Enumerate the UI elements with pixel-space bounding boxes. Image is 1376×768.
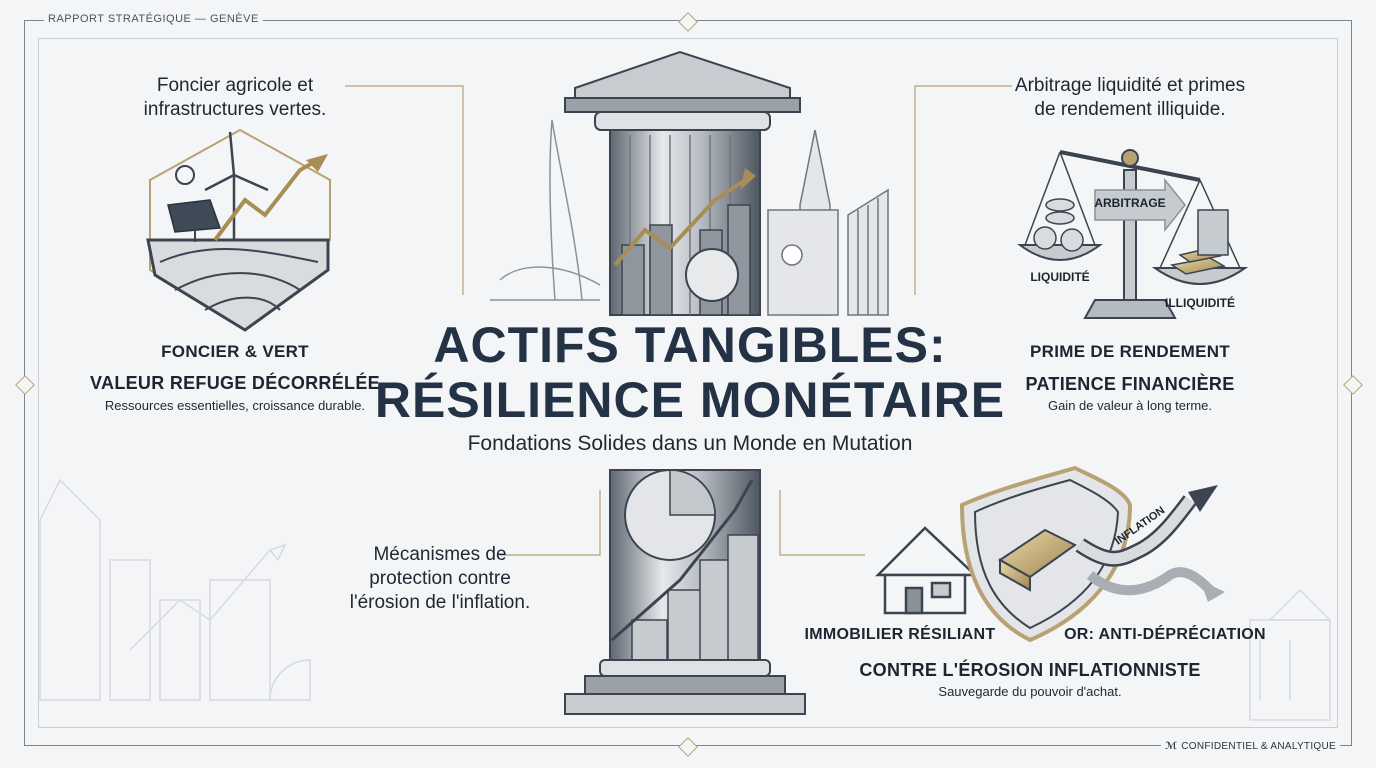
- shield-icon: [959, 465, 1133, 643]
- footer-logo-icon: ℳ: [1165, 741, 1178, 752]
- farmland-caption-line-2: infrastructures vertes.: [143, 99, 327, 120]
- farmland-caption: Foncier agricole et infrastructures vert…: [120, 74, 350, 122]
- inner-frame: [38, 38, 1338, 728]
- main-subtitle: Fondations Solides dans un Monde en Muta…: [467, 432, 913, 455]
- farmland-title: FONCIER & VERT: [161, 342, 309, 361]
- wind-turbine-icon: [204, 131, 269, 240]
- solar-panel-icon: [167, 199, 222, 242]
- column-base-icon: [564, 469, 806, 715]
- inflation-caption-line-1: Mécanismes de: [373, 544, 507, 565]
- arbitrage-arrow-label: ARBITRAGE: [1094, 196, 1166, 210]
- resilient-real-estate-label: IMMOBILIER RÉSILIANT: [804, 626, 996, 643]
- farmland-badge-icon: [146, 128, 331, 332]
- yield-premium-subtitle: PATIENCE FINANCIÈRE: [1025, 374, 1235, 394]
- balance-scale-icon: [1016, 149, 1249, 319]
- main-title: ACTIFS TANGIBLES: RÉSILIENCE MONÉTAIRE: [330, 318, 1050, 428]
- growth-arrow-icon: [213, 158, 319, 242]
- jet-fountain-icon: [490, 119, 601, 301]
- report-header-label: RAPPORT STRATÉGIQUE — GENÈVE: [44, 13, 263, 25]
- arbitrage-caption-line-2: de rendement illiquide.: [1034, 99, 1226, 120]
- cathedral-icon: [767, 129, 839, 316]
- gold-anti-depreciation-label: OR: ANTI-DÉPRÉCIATION: [1064, 626, 1266, 643]
- footer-label-text: CONFIDENTIEL & ANALYTIQUE: [1181, 741, 1336, 752]
- inflation-erosion-title: CONTRE L'ÉROSION INFLATIONNISTE: [859, 660, 1201, 680]
- yield-premium-description: Gain de valeur à long terme.: [1047, 398, 1213, 413]
- main-title-line-2: RÉSILIENCE MONÉTAIRE: [374, 372, 1006, 428]
- inflation-erosion-description: Sauvegarde du pouvoir d'achat.: [938, 684, 1122, 699]
- background-skyline-right: [1249, 588, 1332, 721]
- inflation-caption-line-2: protection contre: [369, 568, 511, 589]
- background-skyline-left: [39, 478, 311, 701]
- connector-lines: [345, 85, 1012, 556]
- inflation-arrow-icon: [1075, 485, 1225, 602]
- house-icon: [874, 526, 979, 615]
- arbitrage-caption-line-1: Arbitrage liquidité et primes: [1014, 75, 1246, 96]
- main-title-line-1: ACTIFS TANGIBLES:: [433, 317, 947, 373]
- farmland-description: Ressources essentielles, croissance dura…: [104, 398, 366, 413]
- liquidity-label: LIQUIDITÉ: [1030, 270, 1090, 284]
- farmland-caption-line-1: Foncier agricole et: [156, 75, 314, 96]
- column-top-icon: [564, 50, 801, 316]
- yield-premium-title: PRIME DE RENDEMENT: [1030, 342, 1230, 361]
- farmland-subtitle: VALEUR REFUGE DÉCORRÉLÉE: [90, 373, 380, 393]
- sun-icon: [175, 165, 195, 185]
- inflation-caption-line-3: l'érosion de l'inflation.: [349, 592, 531, 613]
- coins-icon: [1033, 198, 1084, 252]
- glass-tower-icon: [847, 188, 889, 316]
- inflation-protection-caption: Mécanismes de protection contre l'érosio…: [310, 543, 570, 615]
- illiquidity-label: ILLIQUIDITÉ: [1165, 296, 1235, 310]
- arbitrage-caption: Arbitrage liquidité et primes de rendeme…: [990, 74, 1270, 122]
